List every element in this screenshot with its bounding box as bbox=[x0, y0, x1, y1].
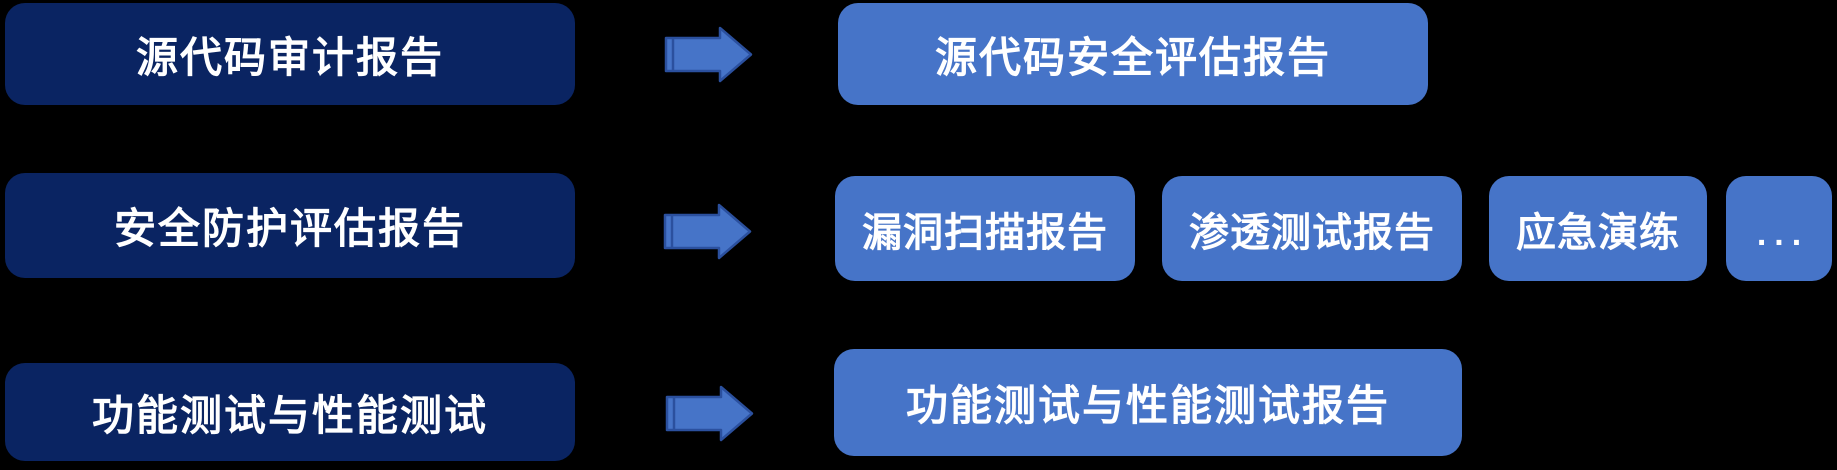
output-box-functional-performance-report: 功能测试与性能测试报告 bbox=[834, 349, 1462, 456]
output-box-label: 应急演练 bbox=[1516, 210, 1680, 255]
output-box-emergency-drill: 应急演练 bbox=[1489, 176, 1707, 281]
output-box-penetration-test: 渗透测试报告 bbox=[1162, 176, 1462, 281]
output-box-ellipsis: ... bbox=[1726, 176, 1832, 281]
source-box-label: 源代码审计报告 bbox=[135, 33, 444, 81]
output-box-label: 源代码安全评估报告 bbox=[934, 33, 1331, 81]
output-box-label: 漏洞扫描报告 bbox=[862, 210, 1108, 255]
ellipsis-label: ... bbox=[1756, 215, 1810, 253]
source-box-code-audit: 源代码审计报告 bbox=[5, 3, 575, 105]
output-box-label: 渗透测试报告 bbox=[1189, 210, 1435, 255]
source-box-functional-performance-test: 功能测试与性能测试 bbox=[5, 363, 575, 461]
arrow-right-icon bbox=[665, 385, 754, 442]
source-box-label: 安全防护评估报告 bbox=[113, 205, 466, 252]
output-box-vulnerability-scan: 漏洞扫描报告 bbox=[835, 176, 1135, 281]
output-box-label: 功能测试与性能测试报告 bbox=[905, 382, 1390, 429]
source-box-label: 功能测试与性能测试 bbox=[91, 391, 488, 439]
arrow-right-icon bbox=[664, 26, 753, 83]
source-box-security-protection-assessment: 安全防护评估报告 bbox=[5, 173, 575, 278]
output-box-code-security-assessment: 源代码安全评估报告 bbox=[838, 3, 1428, 105]
arrow-right-icon bbox=[663, 203, 752, 260]
